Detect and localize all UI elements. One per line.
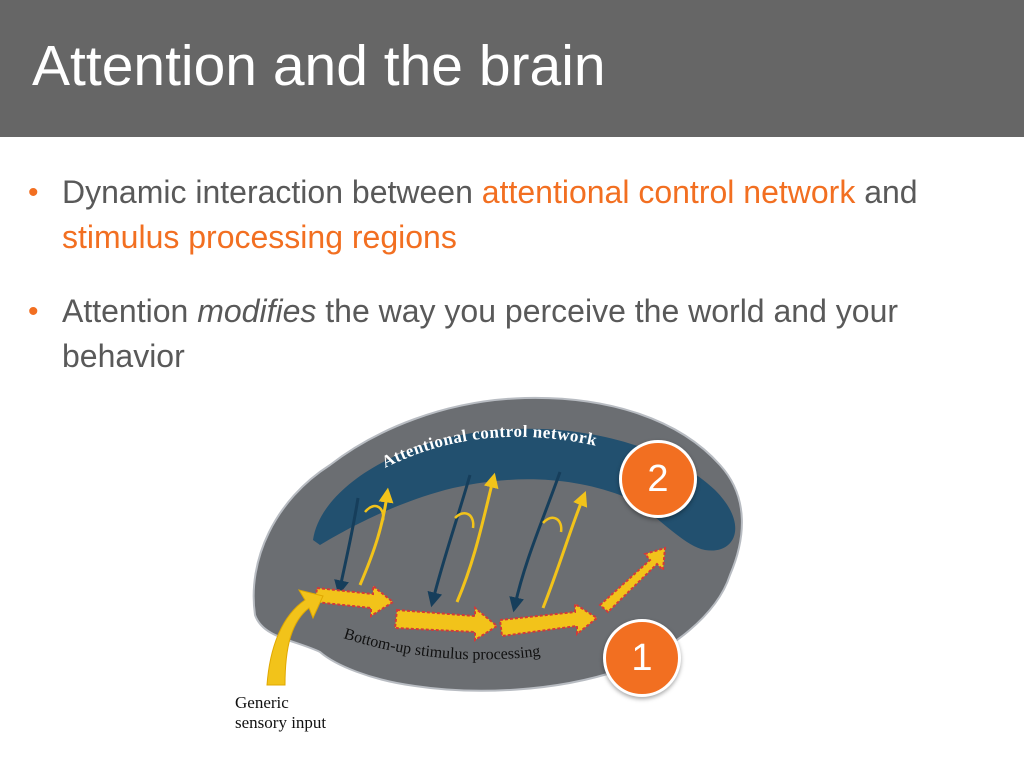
title-bar: Attention and the brain [0, 0, 1024, 137]
step-badge-1: 1 [603, 619, 681, 697]
highlight-term: stimulus processing regions [62, 219, 457, 255]
bottom-up-arrow [358, 487, 394, 586]
sensory-input-arrow [266, 589, 324, 686]
step-badge-2: 2 [619, 440, 697, 518]
curl-arrow [542, 516, 563, 533]
slide-title: Attention and the brain [32, 34, 606, 98]
input-label-line1: Generic [235, 693, 289, 712]
curl-arrow [454, 512, 475, 529]
bullet-text-part: and [855, 174, 918, 210]
bullet-item: • Attention modifies the way you perceiv… [28, 289, 1008, 379]
brain-attention-diagram: Attentional control network Bottom-up st… [235, 396, 743, 732]
emphasis-text: modifies [197, 293, 317, 329]
top-down-arrow [334, 497, 360, 596]
bullet-list: • Dynamic interaction between attentiona… [28, 170, 1008, 408]
bullet-icon: • [28, 295, 39, 328]
top-down-arrow [427, 474, 472, 608]
curl-arrow [364, 504, 385, 521]
input-label-line2: sensory input [235, 713, 326, 732]
bullet-item: • Dynamic interaction between attentiona… [28, 170, 1008, 260]
bullet-icon: • [28, 176, 39, 209]
processing-chain [313, 546, 667, 642]
bullet-text-part: Dynamic interaction between [62, 174, 482, 210]
bullet-text-part: Attention [62, 293, 198, 329]
bottom-up-arrow [541, 491, 588, 609]
top-down-arrow [509, 471, 562, 613]
bottom-up-arrow [455, 472, 499, 603]
highlight-term: attentional control network [481, 174, 856, 210]
bullet-text-part: the way you perceive the world and your … [62, 293, 899, 374]
